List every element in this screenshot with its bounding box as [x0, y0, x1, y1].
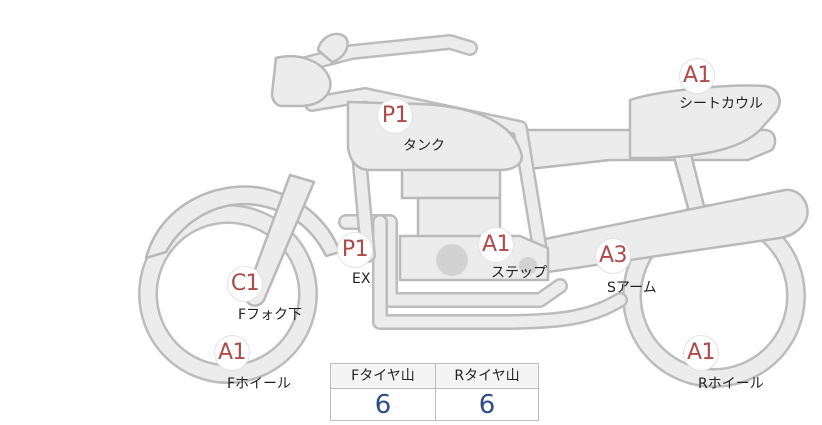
- front-wheel-shape: [138, 204, 318, 384]
- seat-cowl-label: シートカウル: [679, 96, 763, 112]
- tire-tread-table: Fタイヤ山 Rタイヤ山 6 6: [330, 363, 539, 421]
- table-divider: [435, 364, 436, 421]
- tank-grade-badge: P1: [377, 98, 413, 134]
- engine-upper-shape: [400, 166, 502, 200]
- step-grade-badge: A1: [478, 227, 514, 263]
- tank-label: タンク: [403, 138, 445, 154]
- mirror-shape: [316, 32, 349, 64]
- headlight-shape: [270, 55, 332, 108]
- swing-arm-shape: [532, 188, 809, 274]
- swing-arm-grade-badge: A3: [595, 238, 631, 274]
- front-wheel-label: Fホイール: [227, 376, 292, 392]
- rear-wheel-grade-badge: A1: [683, 335, 719, 371]
- rear-tire-value: 6: [478, 390, 496, 420]
- exhaust-grade-badge: P1: [337, 232, 373, 268]
- swing-arm-label: Sアーム: [607, 280, 657, 296]
- front-fork-label: Fフォク下: [238, 307, 303, 323]
- front-tire-value: 6: [374, 390, 392, 420]
- front-tire-header: Fタイヤ山: [331, 364, 435, 389]
- rear-wheel-label: Rホイール: [698, 376, 764, 392]
- exhaust-label: EX: [352, 271, 371, 287]
- rear-tire-header: Rタイヤ山: [436, 364, 538, 389]
- front-fork-grade-badge: C1: [227, 266, 263, 302]
- front-wheel-grade-badge: A1: [214, 335, 250, 371]
- step-label: ステップ: [491, 265, 547, 281]
- seat-cowl-grade-badge: A1: [679, 58, 715, 94]
